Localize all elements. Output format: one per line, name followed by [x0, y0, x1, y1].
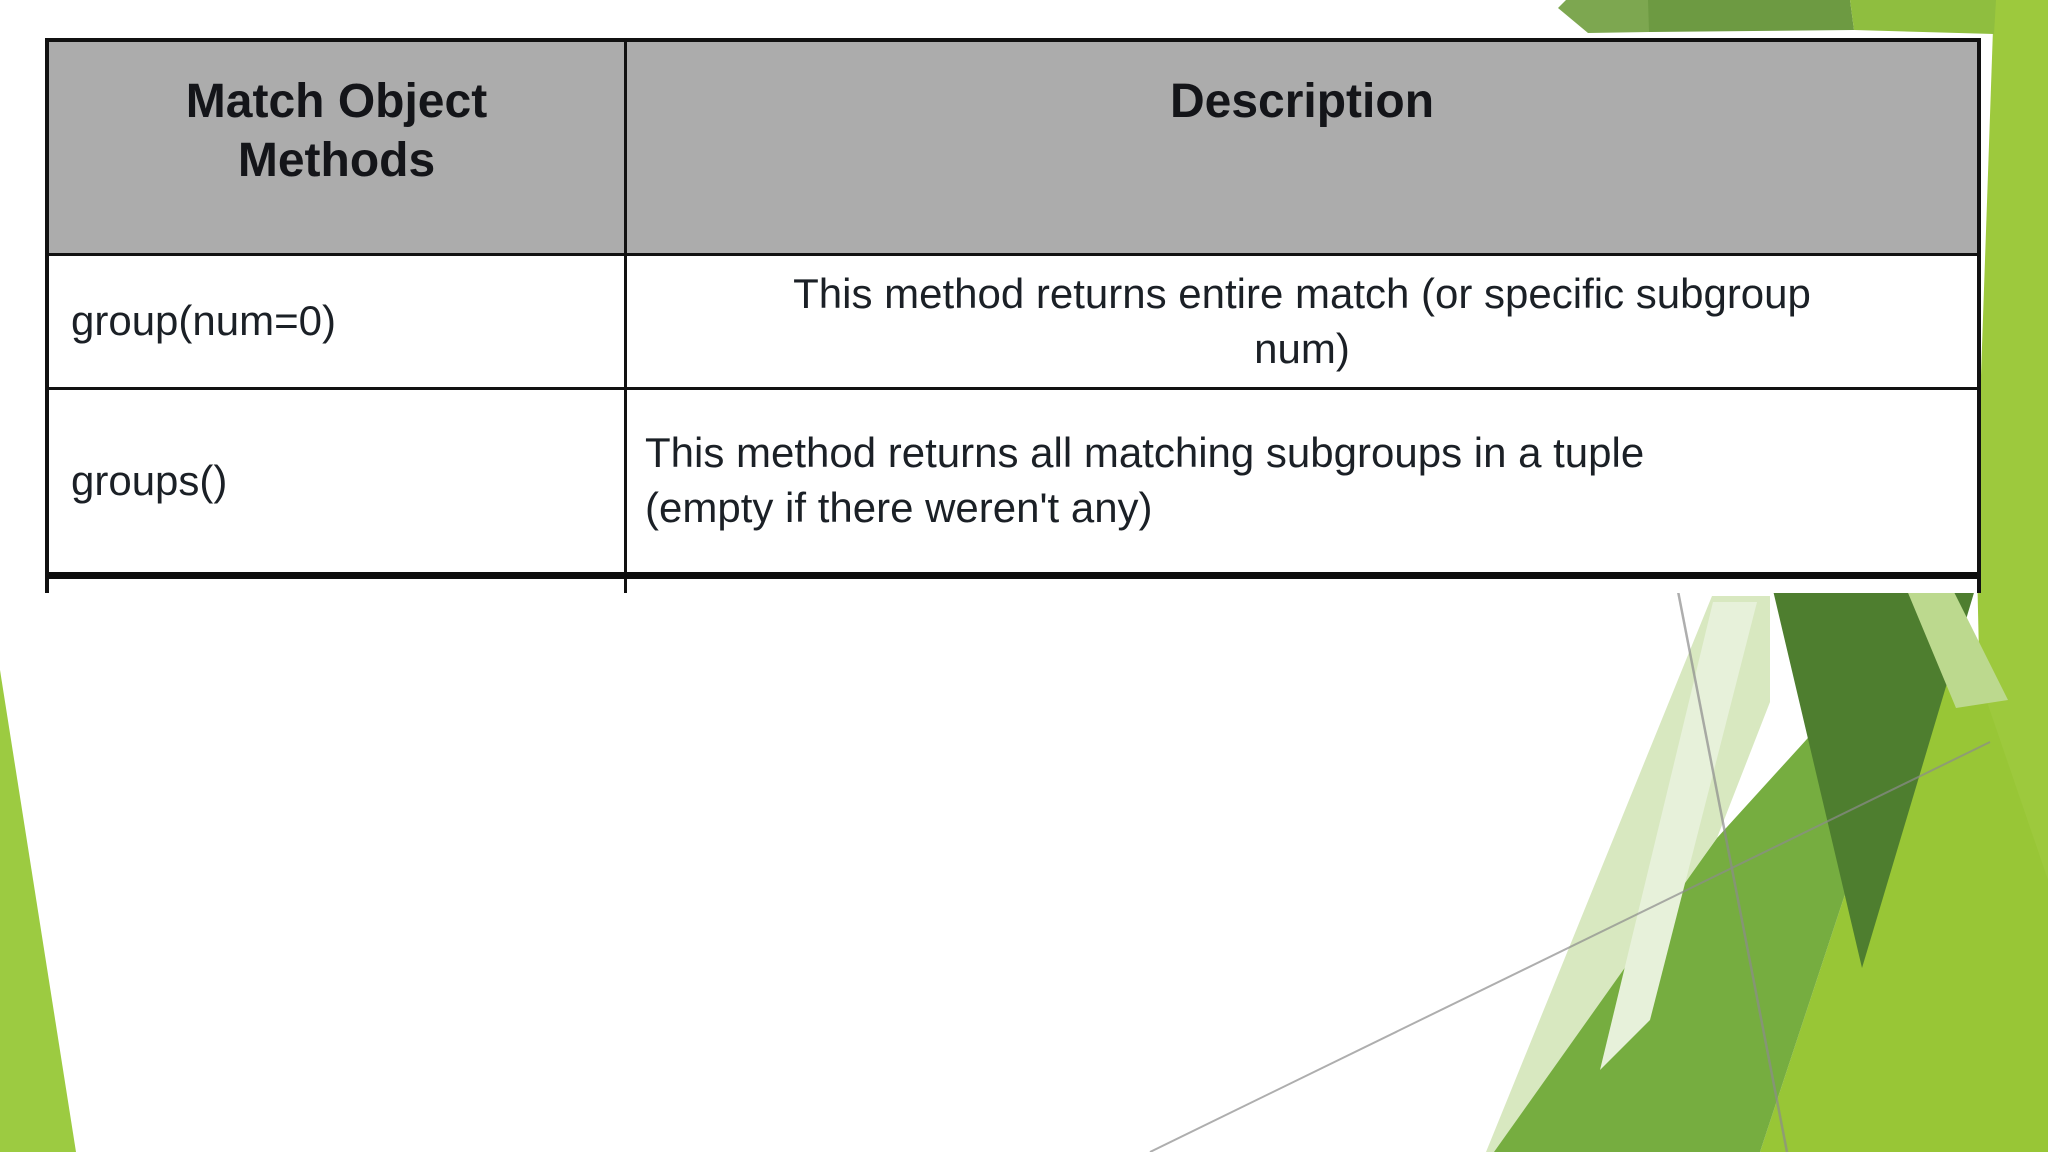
green-band-top-bright — [1850, 0, 1996, 34]
green-triangle-bright-corner — [1760, 585, 2048, 1152]
cropped-cell — [627, 579, 1977, 593]
cell-method-name: group(num=0) — [49, 256, 627, 387]
description-line: (empty if there weren't any) — [645, 484, 1153, 531]
description-line: This method returns entire match (or spe… — [793, 269, 1811, 317]
green-wedge-bottom-left — [0, 670, 76, 1152]
cell-method-description: This method returns entire match (or spe… — [627, 256, 1977, 387]
cell-method-description: This method returns all matching subgrou… — [627, 390, 1977, 572]
green-streak-pale — [1906, 588, 2008, 708]
green-triangle-pale-light — [1600, 602, 1757, 1070]
description-line: num) — [1254, 324, 1350, 372]
cropped-cell — [49, 579, 627, 593]
header-description-label: Description — [1169, 75, 1435, 128]
green-triangle-dark — [1772, 586, 1976, 968]
method-name-text: group(num=0) — [71, 297, 336, 345]
cell-method-name: groups() — [49, 390, 627, 572]
olive-band-top — [1648, 0, 1854, 32]
gray-line-shallow — [1149, 741, 1991, 1152]
table-row: groups() This method returns all matchin… — [49, 390, 1977, 579]
header-methods-line1: Match Object — [185, 75, 488, 128]
header-cell-description: Description — [627, 42, 1977, 253]
method-name-text: groups() — [71, 456, 228, 504]
methods-table: Match Object Methods Description group(n… — [45, 38, 1981, 593]
table-header-row: Match Object Methods Description — [49, 42, 1977, 256]
table-cropped-row — [49, 579, 1977, 593]
header-methods-line2: Methods — [237, 134, 436, 188]
table-row: group(num=0) This method returns entire … — [49, 256, 1977, 390]
description-line: This method returns all matching subgrou… — [645, 429, 1645, 477]
olive-band-tip — [1558, 0, 1652, 33]
header-cell-methods: Match Object Methods — [49, 42, 627, 253]
